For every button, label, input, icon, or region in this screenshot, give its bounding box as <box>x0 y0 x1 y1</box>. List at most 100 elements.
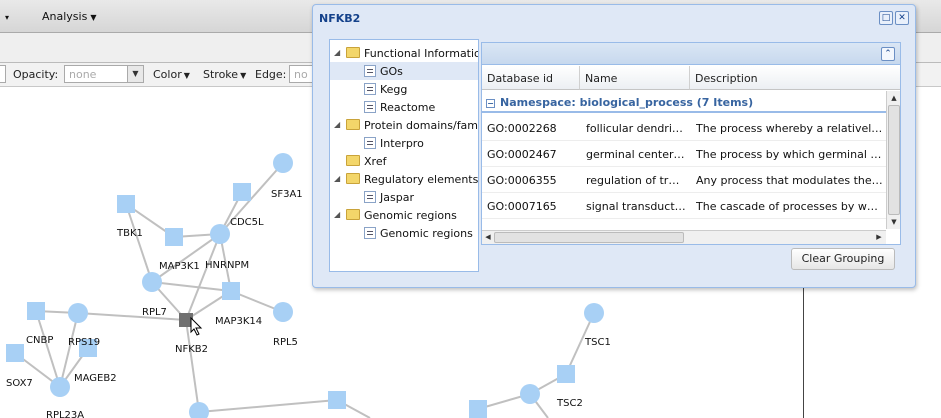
node-map3k14[interactable] <box>222 282 240 300</box>
table-row[interactable]: GO:0007165 signal transduction The casca… <box>482 193 886 219</box>
triangle-down-icon[interactable]: ◢ <box>334 48 341 57</box>
scroll-thumb[interactable] <box>494 232 684 243</box>
cell-description: Any process that modulates the freq... <box>696 174 884 187</box>
node-nfkb2-selected[interactable] <box>179 313 193 327</box>
node-bottom-2[interactable] <box>328 391 346 409</box>
cell-database-id: GO:0007165 <box>487 200 557 213</box>
annotation-tree: ◢ Functional Information GOs Kegg Reacto… <box>329 39 479 272</box>
network-nodes[interactable] <box>6 153 604 418</box>
panel-divider <box>803 280 804 418</box>
folder-icon <box>346 119 360 130</box>
tree-item-interpro[interactable]: Interpro <box>330 134 478 152</box>
tree-folder-functional-information[interactable]: ◢ Functional Information <box>334 47 479 60</box>
node-tsc2[interactable] <box>557 365 575 383</box>
maximize-icon[interactable]: □ <box>879 11 893 25</box>
cell-description: The process by which germinal cente... <box>696 148 884 161</box>
node-rps19[interactable] <box>79 339 97 357</box>
horizontal-scrollbar[interactable]: ◀ ▶ <box>482 230 886 244</box>
scroll-down-icon[interactable]: ▼ <box>891 218 897 226</box>
folder-icon <box>346 155 360 166</box>
cell-database-id: GO:0002467 <box>487 148 557 161</box>
tree-folder-xref[interactable]: Xref <box>330 152 478 170</box>
tree-item-reactome[interactable]: Reactome <box>330 98 478 116</box>
edge <box>59 312 79 388</box>
list-icon <box>364 101 376 113</box>
node-label: MAP3K1 <box>159 261 200 272</box>
tree-folder-genomic-regions[interactable]: ◢ Genomic regions <box>334 209 457 222</box>
node-tbk1[interactable] <box>117 195 135 213</box>
tree-folder-regulatory-elements[interactable]: ◢ Regulatory elements <box>334 173 479 186</box>
node-cnbp[interactable] <box>27 302 45 320</box>
node-label: MAP3K14 <box>215 316 262 327</box>
node-rpl7[interactable] <box>142 272 162 292</box>
tree-item-jaspar[interactable]: Jaspar <box>330 188 478 206</box>
column-header-database-id[interactable]: Database id <box>482 66 580 90</box>
menu-truncated[interactable]: ▾ <box>5 13 10 22</box>
node-label: NFKB2 <box>175 344 208 355</box>
node-tsc1[interactable] <box>584 303 604 323</box>
scroll-left-icon[interactable]: ◀ <box>485 233 491 241</box>
table-row[interactable]: GO:0002467 germinal center fo... The pro… <box>482 141 886 167</box>
node-label: TBK1 <box>116 228 143 239</box>
column-header-description[interactable]: Description <box>690 66 900 90</box>
cell-name: regulation of trans... <box>586 174 686 187</box>
node-label: RPS19 <box>68 337 100 348</box>
grid-panel-header: ⌃ <box>482 43 900 65</box>
node-hnrnpm[interactable] <box>210 224 230 244</box>
cell-description: The process whereby a relatively uns... <box>696 122 884 135</box>
cell-database-id: GO:0002268 <box>487 122 557 135</box>
column-header-name[interactable]: Name <box>580 66 690 90</box>
table-row[interactable]: GO:0006355 regulation of trans... Any pr… <box>482 167 886 193</box>
tree-item-genomic-regions[interactable]: Genomic regions <box>330 224 478 242</box>
triangle-down-icon[interactable]: ◢ <box>334 210 341 219</box>
group-header-row[interactable]: −Namespace: biological_process (7 Items) <box>482 91 886 113</box>
collapse-up-icon[interactable]: ⌃ <box>881 47 895 61</box>
node-mageb2[interactable] <box>50 377 70 397</box>
close-icon[interactable]: ✕ <box>895 11 909 25</box>
clear-grouping-button[interactable]: Clear Grouping <box>791 248 895 270</box>
stroke-dropdown[interactable]: Stroke▼ <box>203 68 247 81</box>
color-dropdown[interactable]: Color▼ <box>153 68 190 81</box>
node-label: TSC2 <box>556 398 583 409</box>
vertical-scrollbar[interactable]: ▲ ▼ <box>886 91 900 229</box>
scroll-right-icon[interactable]: ▶ <box>876 233 882 241</box>
triangle-down-icon[interactable]: ◢ <box>334 120 341 129</box>
collapse-minus-icon[interactable]: − <box>486 99 495 108</box>
scroll-thumb[interactable] <box>888 105 900 215</box>
menu-analysis[interactable]: Analysis▼ <box>42 10 97 23</box>
folder-icon <box>346 173 360 184</box>
node-label: TSC1 <box>584 337 611 348</box>
node-rpl5[interactable] <box>273 302 293 322</box>
tree-item-gos[interactable]: GOs <box>330 62 478 80</box>
cell-name: follicular dendritic ... <box>586 122 686 135</box>
edge <box>565 312 595 375</box>
opacity-label: Opacity: <box>13 68 59 81</box>
table-row[interactable]: GO:0002268 follicular dendritic ... The … <box>482 115 886 141</box>
node-rps19-circle[interactable] <box>68 303 88 323</box>
node-label: CDC5L <box>230 217 264 228</box>
scroll-up-icon[interactable]: ▲ <box>891 94 897 102</box>
cell-database-id: GO:0006355 <box>487 174 557 187</box>
node-map3k1[interactable] <box>165 228 183 246</box>
node-sf3a1[interactable] <box>273 153 293 173</box>
toolbar-field-cut[interactable] <box>0 65 6 83</box>
edge-label: Edge: <box>255 68 287 81</box>
folder-icon <box>346 47 360 58</box>
node-sox7[interactable] <box>6 344 24 362</box>
node-cdc5l[interactable] <box>233 183 251 201</box>
node-tsc2-circle[interactable] <box>520 384 540 404</box>
tree-folder-protein-domains[interactable]: ◢ Protein domains/families <box>334 119 479 132</box>
edge <box>77 312 187 321</box>
node-bottom-3[interactable] <box>469 400 487 418</box>
opacity-select[interactable]: none ▼ <box>64 65 144 83</box>
list-icon <box>364 227 376 239</box>
edge <box>151 281 232 292</box>
list-icon <box>364 137 376 149</box>
info-window: NFKB2 □ ✕ ◢ Functional Information GOs K… <box>312 4 916 288</box>
triangle-down-icon[interactable]: ◢ <box>334 174 341 183</box>
network-canvas[interactable]: SF3A1 TBK1 CDC5L MAP3K1 HNRNPM RPL7 MAP3… <box>0 87 941 418</box>
chevron-down-icon[interactable]: ▼ <box>127 66 143 82</box>
node-bottom-1[interactable] <box>189 402 209 418</box>
edge <box>198 399 338 413</box>
tree-item-kegg[interactable]: Kegg <box>330 80 478 98</box>
